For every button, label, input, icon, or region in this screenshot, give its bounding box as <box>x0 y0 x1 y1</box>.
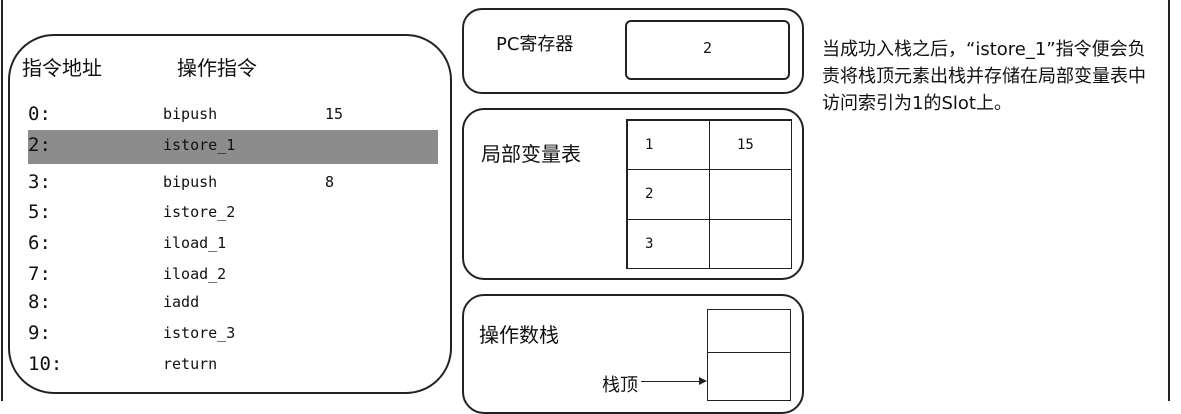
current-instruction-highlight <box>28 130 438 164</box>
slot-index-cell: 2 <box>627 169 710 220</box>
explanation-text: 当成功入栈之后，“istore_1”指令便会负责将栈顶元素出栈并存储在局部变量表… <box>822 39 1146 114</box>
instruction-address: 2: <box>28 134 51 156</box>
operand-stack-label: 操作数栈 <box>479 323 559 347</box>
instruction-row-1: 2: istore_1 <box>0 134 452 158</box>
slot-index-cell: 1 <box>627 120 710 170</box>
instruction-opcode: iadd <box>163 293 200 311</box>
local-variable-table-label: 局部变量表 <box>481 142 581 166</box>
instruction-row-6: 8: iadd <box>0 291 452 315</box>
instruction-address: 7: <box>28 263 51 285</box>
slot-value: 15 <box>737 137 754 153</box>
instruction-op-header: 操作指令 <box>177 56 257 80</box>
frame-left-border <box>1 0 3 401</box>
instruction-address: 5: <box>28 201 51 223</box>
instruction-opcode: istore_1 <box>163 136 236 154</box>
local-variable-table-panel <box>462 108 804 280</box>
instruction-address: 9: <box>28 322 51 344</box>
instruction-opcode: iload_2 <box>163 265 227 283</box>
instruction-address-header: 指令地址 <box>22 56 102 80</box>
stack-top-arrow-line <box>641 381 701 382</box>
instruction-opcode: bipush <box>163 173 218 191</box>
stack-top-label: 栈顶 <box>602 375 638 396</box>
arrow-right-icon <box>699 377 707 385</box>
local-variable-table: 1 15 2 3 <box>626 119 792 269</box>
instruction-address: 8: <box>28 291 51 313</box>
instruction-row-8: 10: return <box>0 353 452 377</box>
instruction-opcode: iload_1 <box>163 234 227 252</box>
instruction-opcode: return <box>163 355 218 373</box>
stack-slot <box>707 309 791 353</box>
instruction-row-4: 6: iload_1 <box>0 232 452 256</box>
slot-value-cell <box>709 169 792 220</box>
instruction-argument: 15 <box>325 105 344 123</box>
instruction-address: 6: <box>28 232 51 254</box>
pc-register-value: 2 <box>702 39 713 57</box>
slot-index: 2 <box>645 186 654 202</box>
instruction-address: 3: <box>28 171 51 193</box>
frame-right-border <box>1168 0 1170 401</box>
slot-index: 3 <box>645 236 654 252</box>
instruction-argument: 8 <box>325 173 335 191</box>
stack-top-slot <box>707 352 791 401</box>
slot-value-cell: 15 <box>709 120 792 170</box>
pc-register-box: 2 <box>625 20 790 80</box>
slot-index: 1 <box>645 137 654 153</box>
instruction-row-5: 7: iload_2 <box>0 263 452 287</box>
instruction-panel <box>8 34 452 394</box>
slot-index-cell: 3 <box>627 219 710 269</box>
pc-register-label: PC寄存器 <box>496 34 574 55</box>
instruction-opcode: istore_3 <box>163 324 236 342</box>
instruction-address: 10: <box>28 353 63 375</box>
instruction-opcode: istore_2 <box>163 203 236 221</box>
instruction-opcode: bipush <box>163 105 218 123</box>
slot-value-cell <box>709 219 792 269</box>
instruction-row-0: 0: bipush 15 <box>0 103 452 127</box>
instruction-row-7: 9: istore_3 <box>0 322 452 346</box>
instruction-row-3: 5: istore_2 <box>0 201 452 225</box>
instruction-row-2: 3: bipush 8 <box>0 171 452 195</box>
instruction-address: 0: <box>28 103 51 125</box>
